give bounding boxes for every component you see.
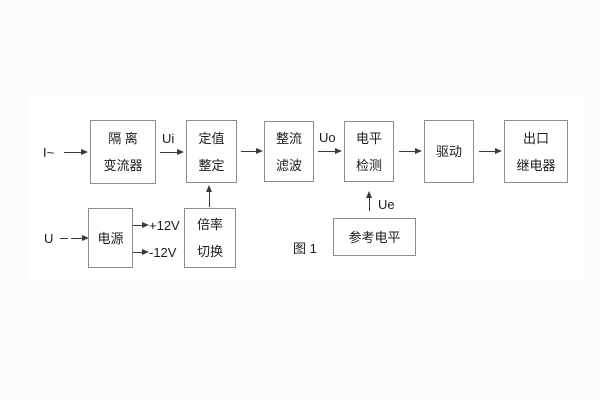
block-power-supply: 电源 xyxy=(88,208,133,268)
block-driver-line1: 驱动 xyxy=(435,144,462,159)
block-rectifier-line1: 整流 xyxy=(275,130,302,146)
label-input-voltage: U xyxy=(44,231,54,246)
arrow-level-to-driver xyxy=(399,148,422,154)
arrow-uo xyxy=(318,148,342,154)
block-reference-level: 参考电平 xyxy=(333,218,416,256)
block-level-detector: 电平 检测 xyxy=(344,121,394,182)
arrow-minus12v xyxy=(133,249,149,255)
arrow-input-current xyxy=(64,149,88,155)
arrow-input-voltage-dash xyxy=(60,238,68,239)
label-input-current: I~ xyxy=(43,145,55,160)
block-rectifier-line2: 滤波 xyxy=(275,157,302,173)
arrow-ui xyxy=(160,149,184,155)
block-level-line2: 检测 xyxy=(355,157,382,173)
label-ue: Ue xyxy=(378,197,395,212)
block-rectifier-filter: 整流 滤波 xyxy=(264,121,314,182)
arrow-driver-to-relay xyxy=(479,148,502,154)
block-ratio-line1: 倍率 xyxy=(196,217,223,232)
block-output-relay: 出口 继电器 xyxy=(504,120,568,183)
arrow-ue xyxy=(366,191,372,211)
block-ratio-line2: 切换 xyxy=(196,244,223,259)
arrow-input-voltage xyxy=(71,235,89,241)
block-level-line1: 电平 xyxy=(355,130,382,146)
block-setting-line2: 整定 xyxy=(198,157,225,173)
block-power-line1: 电源 xyxy=(97,230,124,246)
block-isolation-line1: 隔 离 xyxy=(108,131,138,146)
label-ui: Ui xyxy=(162,131,175,146)
block-relay-line2: 继电器 xyxy=(516,157,556,173)
block-setting-adjust: 定值 整定 xyxy=(186,120,237,183)
block-relay-line1: 出口 xyxy=(522,130,549,146)
block-reference-line1: 参考电平 xyxy=(348,229,401,245)
label-uo: Uo xyxy=(319,130,336,145)
label-plus12v: +12V xyxy=(149,218,180,233)
block-isolation-line2: 变流器 xyxy=(103,158,143,173)
label-minus12v: -12V xyxy=(149,245,177,260)
arrow-setting-to-rectifier xyxy=(241,148,263,154)
block-driver: 驱动 xyxy=(424,120,474,183)
arrow-plus12v xyxy=(133,222,149,228)
arrow-ratio-to-setting xyxy=(206,185,212,207)
figure-caption: 图 1 xyxy=(293,241,317,256)
block-ratio-switch: 倍率 切换 xyxy=(184,208,236,268)
block-isolation-converter: 隔 离 变流器 xyxy=(90,120,156,184)
block-setting-line1: 定值 xyxy=(198,130,225,146)
